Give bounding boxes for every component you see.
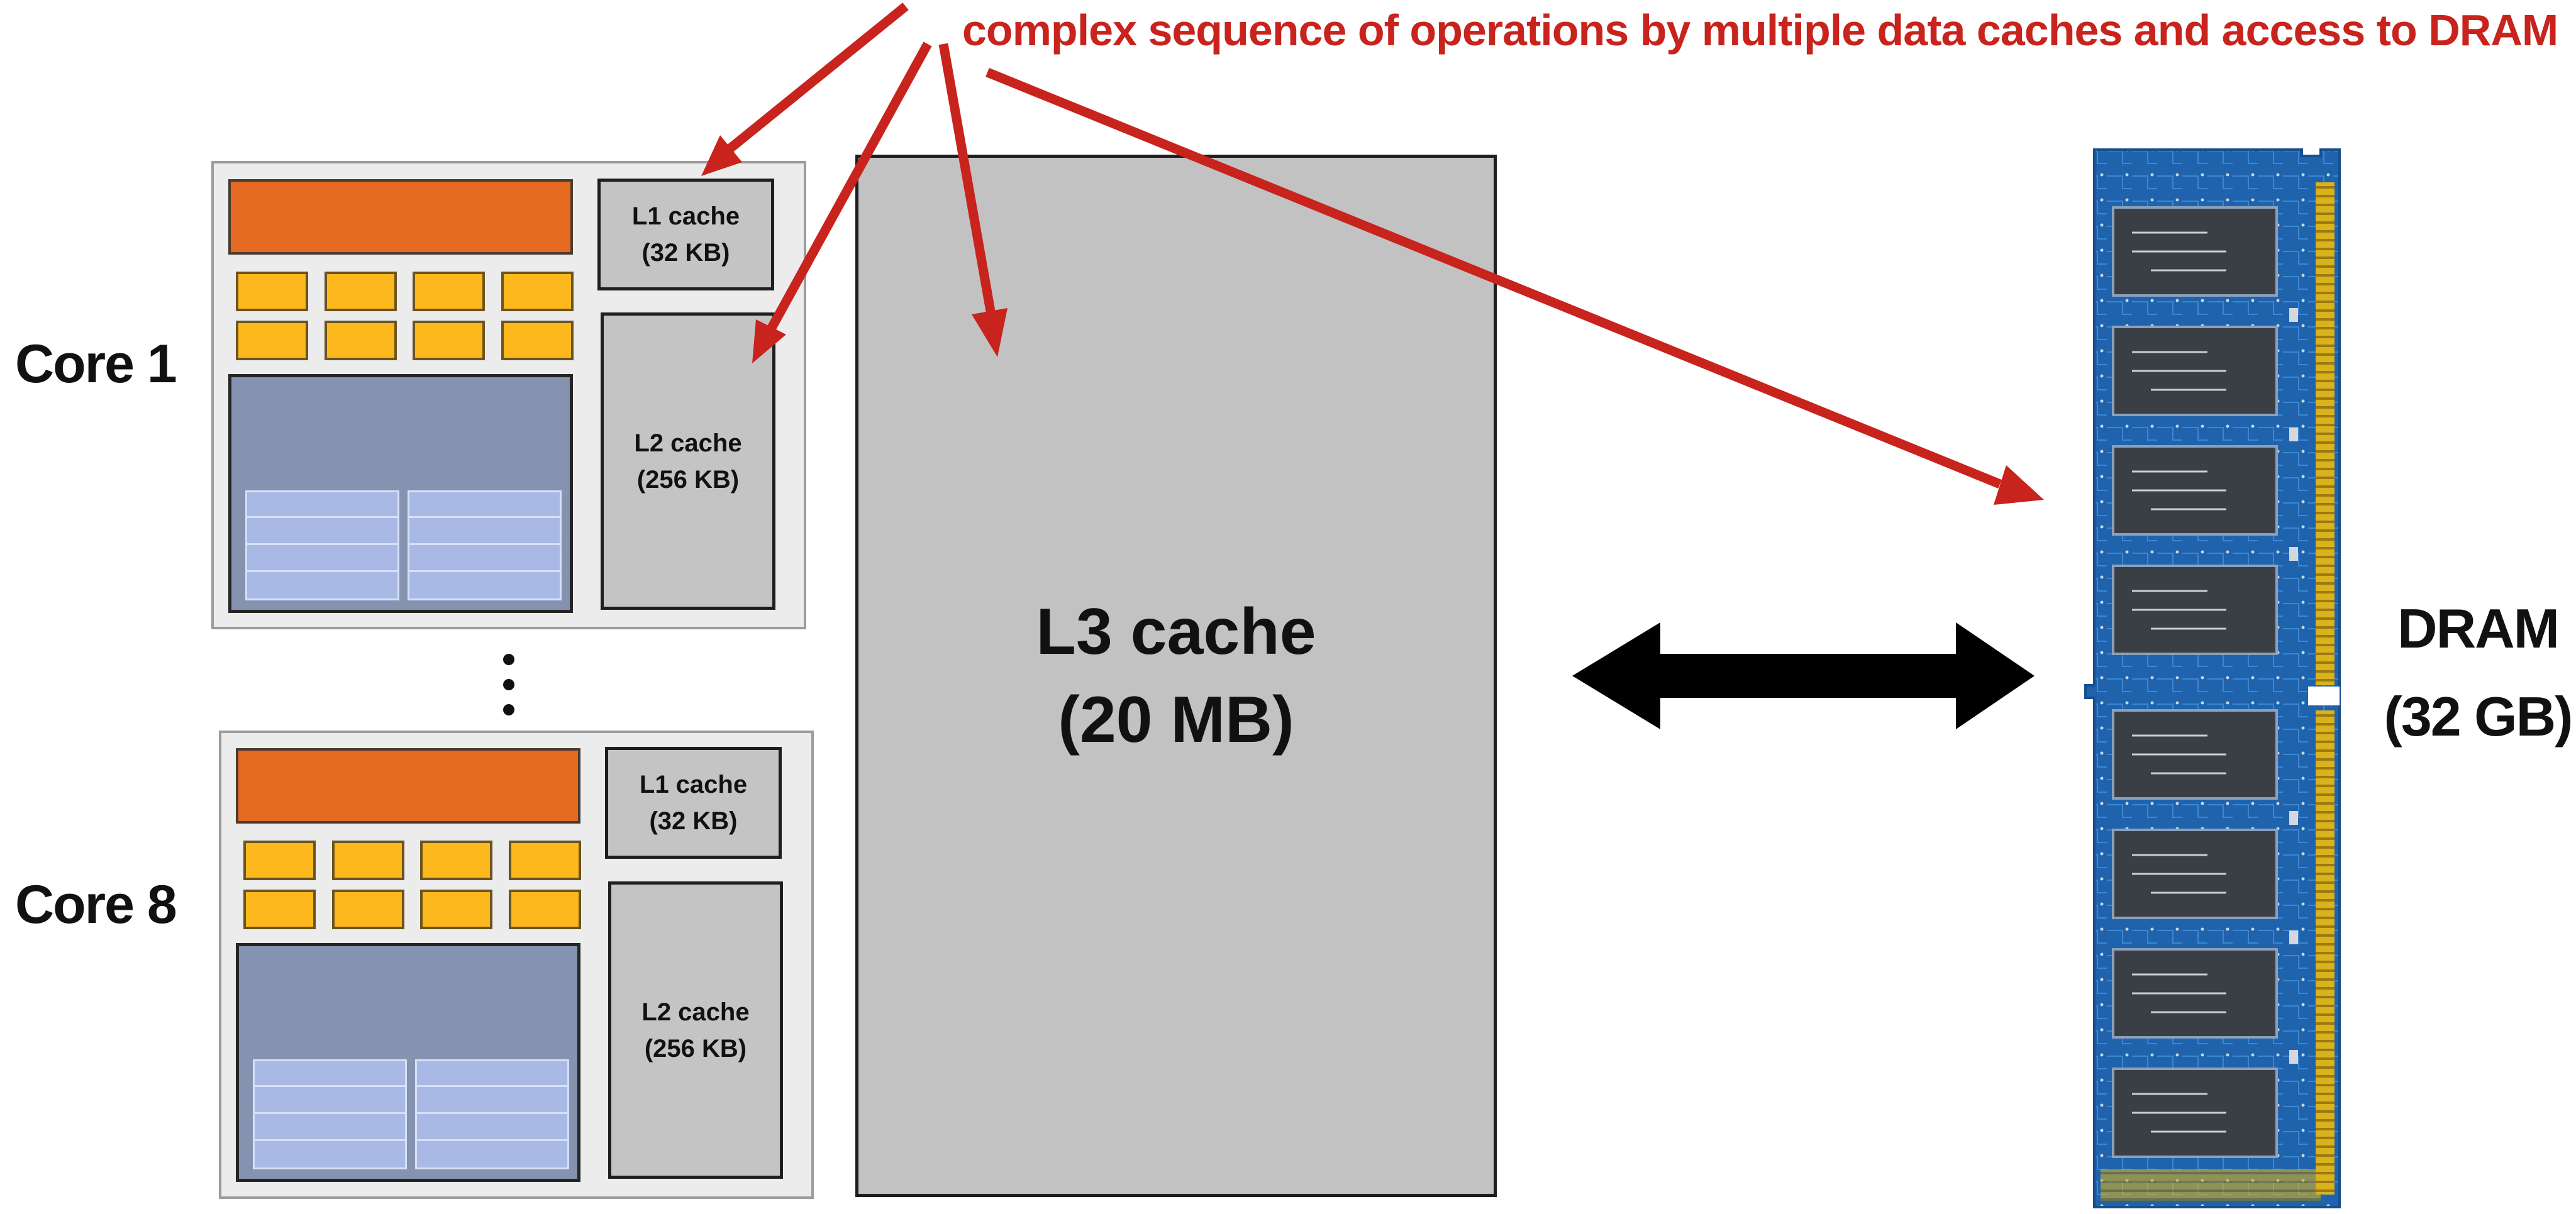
core-1-alu	[501, 272, 574, 311]
l3-dram-double-arrow	[1572, 622, 2035, 729]
core-1-l1-size: (32 KB)	[641, 239, 730, 267]
core-8-execution-context	[236, 943, 580, 1182]
core-8-l1-name: L1 cache	[639, 771, 748, 798]
core-1-l1-name: L1 cache	[631, 202, 740, 230]
core-8-control-unit	[236, 748, 580, 824]
core-1-alu	[325, 272, 397, 311]
core-1-execution-context	[228, 374, 573, 613]
ellipsis-dot	[503, 679, 514, 690]
core-1-alu	[236, 321, 308, 360]
core-8-l2-size: (256 KB)	[644, 1034, 747, 1062]
arrow-head-l3	[972, 308, 1008, 357]
core-8-alu	[509, 890, 581, 929]
core-1-alu	[413, 272, 485, 311]
core-1-alu	[325, 321, 397, 360]
dram-module-image	[2084, 148, 2341, 1208]
core-8-alu	[420, 890, 492, 929]
core-1-label: Core 1	[15, 334, 177, 394]
arrow-to-l1-cache	[720, 3, 909, 158]
dram-name: DRAM	[2397, 597, 2560, 659]
dram-label: DRAM (32 GB)	[2384, 585, 2573, 761]
core-8-l1-size: (32 KB)	[649, 807, 738, 835]
core-1-register-file	[408, 490, 562, 600]
core-8-l2-cache: L2 cache (256 KB)	[608, 881, 783, 1179]
core-1-l2-size: (256 KB)	[636, 465, 740, 494]
core-8-alu	[243, 890, 316, 929]
core-1-alu	[236, 272, 308, 311]
l3-cache: L3 cache (20 MB)	[855, 155, 1497, 1197]
dram-size: (32 GB)	[2384, 685, 2573, 748]
l3-cache-name: L3 cache	[1036, 595, 1316, 668]
core-8-l2-name: L2 cache	[641, 998, 750, 1026]
arrow-to-l3-cache	[938, 43, 996, 312]
arrow-to-dram	[985, 68, 2002, 488]
core-8-register-file	[253, 1059, 407, 1169]
annotation-text: complex sequence of operations by multip…	[962, 6, 2558, 55]
core-8-alu	[509, 841, 581, 880]
core-8-register-file	[415, 1059, 569, 1169]
core-8-alu	[420, 841, 492, 880]
ellipsis-dot	[503, 704, 514, 715]
arrow-head-dram	[1994, 465, 2044, 505]
core-1-l2-name: L2 cache	[634, 429, 742, 457]
arrow-to-l2-cache	[766, 41, 932, 333]
ellipsis-dot	[503, 654, 514, 665]
core-8-label: Core 8	[15, 875, 177, 935]
core-8-alu	[332, 890, 404, 929]
core-1-alu	[413, 321, 485, 360]
core-1-control-unit	[228, 179, 573, 255]
arrow-head-l2	[752, 319, 786, 363]
core-8-l1-cache: L1 cache (32 KB)	[605, 747, 782, 859]
core-1-l2-cache: L2 cache (256 KB)	[601, 312, 775, 610]
core-1-l1-cache: L1 cache (32 KB)	[597, 179, 774, 290]
core-8-alu	[332, 841, 404, 880]
core-1-alu	[501, 321, 574, 360]
core-1-register-file	[245, 490, 399, 600]
l3-cache-size: (20 MB)	[1058, 683, 1294, 756]
core-8-alu	[243, 841, 316, 880]
arrow-head-l1	[701, 135, 742, 176]
